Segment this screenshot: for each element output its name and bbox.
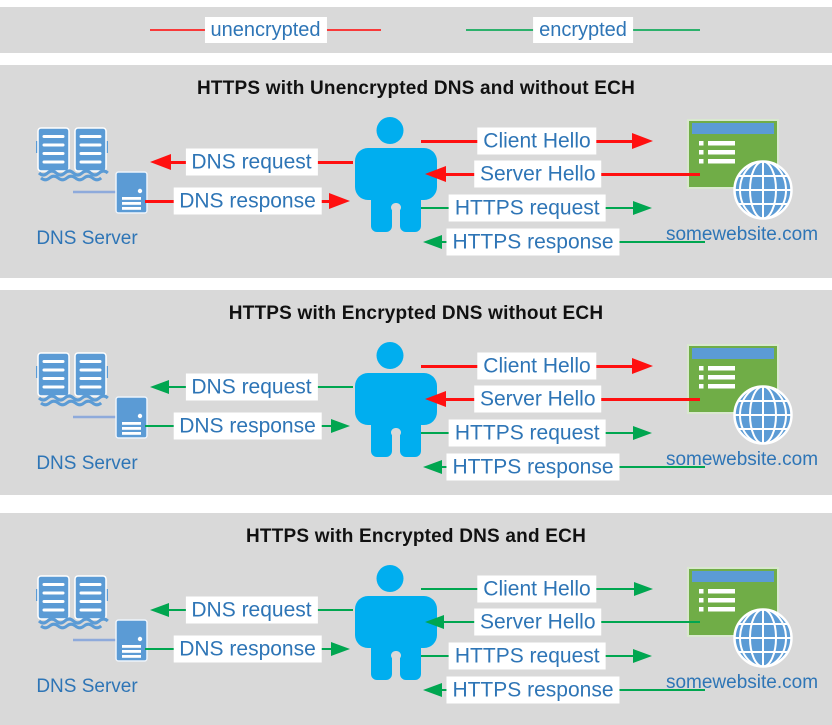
message-label: Server Hello xyxy=(473,160,602,188)
arrowhead-icon xyxy=(423,460,442,474)
dns-server-label: DNS Server xyxy=(36,676,138,697)
legend-encrypted-label: encrypted xyxy=(533,17,633,43)
legend-unencrypted-label: unencrypted xyxy=(204,17,327,43)
arrowhead-icon xyxy=(423,235,442,249)
message-label: HTTPS request xyxy=(448,194,606,222)
message-label: Server Hello xyxy=(473,608,602,636)
arrowhead-icon xyxy=(632,357,653,374)
arrowhead-icon xyxy=(329,192,350,209)
panel-title: HTTPS with Unencrypted DNS and without E… xyxy=(196,78,635,99)
website-label: somewebsite.com xyxy=(665,672,819,693)
message-label: DNS response xyxy=(173,635,322,663)
website-label: somewebsite.com xyxy=(665,449,819,470)
message-label: DNS response xyxy=(173,187,322,215)
arrowhead-icon xyxy=(150,380,169,394)
arrowhead-icon xyxy=(633,649,652,663)
panel-title: HTTPS with Encrypted DNS and ECH xyxy=(246,526,586,547)
arrowhead-icon xyxy=(632,132,653,149)
website-label: somewebsite.com xyxy=(665,224,819,245)
message-label: HTTPS response xyxy=(446,453,620,481)
arrowhead-icon xyxy=(150,153,171,170)
panel-unencrypted-dns-no-ech: HTTPS with Unencrypted DNS and without E… xyxy=(0,65,832,278)
dns-server-icon xyxy=(36,573,150,665)
arrowhead-icon xyxy=(425,165,446,182)
message-label: Client Hello xyxy=(477,575,597,603)
message-label: HTTPS response xyxy=(446,228,620,256)
message-label: DNS request xyxy=(185,148,318,176)
dns-server-icon xyxy=(36,350,150,442)
dns-server-label: DNS Server xyxy=(36,228,138,249)
website-icon xyxy=(687,567,797,669)
arrowhead-icon xyxy=(150,603,169,617)
dns-server-label: DNS Server xyxy=(36,453,138,474)
arrowhead-icon xyxy=(425,615,444,629)
message-label: DNS request xyxy=(185,596,318,624)
arrowhead-icon xyxy=(423,683,442,697)
message-label: DNS response xyxy=(173,412,322,440)
message-label: Server Hello xyxy=(473,385,602,413)
panel-encrypted-dns-and-ech: HTTPS with Encrypted DNS and ECH DNS Ser… xyxy=(0,513,832,725)
message-label: Client Hello xyxy=(477,352,597,380)
message-label: Client Hello xyxy=(477,127,597,155)
arrowhead-icon xyxy=(633,201,652,215)
arrowhead-icon xyxy=(331,642,350,656)
arrowhead-icon xyxy=(633,426,652,440)
message-label: HTTPS request xyxy=(448,419,606,447)
panel-encrypted-dns-no-ech: HTTPS with Encrypted DNS without ECH DNS… xyxy=(0,290,832,495)
panel-title: HTTPS with Encrypted DNS without ECH xyxy=(228,303,604,324)
website-icon xyxy=(687,344,797,446)
message-label: HTTPS response xyxy=(446,676,620,704)
arrowhead-icon xyxy=(331,419,350,433)
legend-bar: unencrypted encrypted xyxy=(0,7,832,53)
dns-server-icon xyxy=(36,125,150,217)
website-icon xyxy=(687,119,797,221)
arrowhead-icon xyxy=(425,390,446,407)
arrowhead-icon xyxy=(634,582,653,596)
message-label: HTTPS request xyxy=(448,642,606,670)
message-label: DNS request xyxy=(185,373,318,401)
